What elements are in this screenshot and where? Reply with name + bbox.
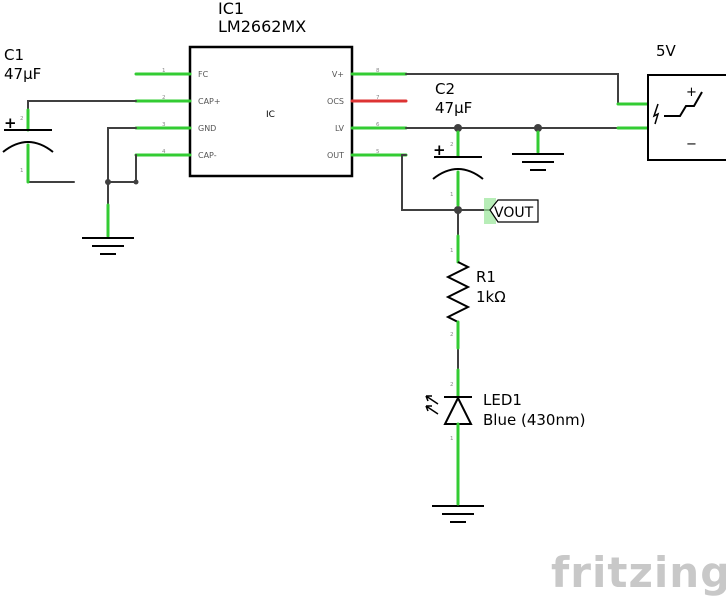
r1-ref: R1 bbox=[476, 268, 496, 286]
ic1[interactable]: IC1 LM2662MX IC 1 2 3 4 FC CAP+ GND CAP-… bbox=[134, 0, 408, 178]
led-value: Blue (430nm) bbox=[483, 411, 585, 429]
ic1-pin4-num: 4 bbox=[162, 149, 166, 155]
ic1-pin8-num: 8 bbox=[376, 68, 380, 74]
junction-dot bbox=[454, 206, 462, 214]
resistor-r1[interactable]: 1 2 R1 1kΩ bbox=[445, 234, 506, 350]
c2-plus: + bbox=[433, 141, 446, 159]
ground-symbol-1[interactable] bbox=[82, 203, 134, 255]
c1-pin-bottom-num: 1 bbox=[20, 168, 24, 174]
ic1-pin6-name: LV bbox=[335, 124, 345, 133]
ic1-pin2-num: 2 bbox=[162, 95, 166, 101]
source-plus: + bbox=[686, 85, 697, 100]
ic1-body bbox=[188, 45, 354, 178]
c2-value: 47µF bbox=[435, 99, 472, 117]
ic1-pin7-num: 7 bbox=[376, 95, 380, 101]
c1-plus: + bbox=[4, 114, 17, 132]
led-led1[interactable]: 2 1 LED1 Blue (430nm) bbox=[425, 368, 585, 482]
led-pin-top-num: 2 bbox=[450, 382, 454, 388]
c1-value: 47µF bbox=[4, 65, 41, 83]
ic1-pin1-num: 1 bbox=[162, 68, 166, 74]
source-label: 5V bbox=[656, 42, 677, 60]
wire-gnd-to-ground[interactable] bbox=[107, 127, 137, 213]
source-waveform bbox=[664, 91, 703, 117]
wire-cap-plus-to-c1[interactable] bbox=[27, 100, 137, 111]
led-triangle bbox=[443, 395, 473, 425]
c1-pin-top-num: 2 bbox=[20, 116, 24, 122]
ic1-pin1-name: FC bbox=[198, 70, 209, 79]
junction-dot bbox=[133, 179, 139, 185]
capacitor-c1[interactable]: C1 47µF + 2 1 bbox=[2, 46, 54, 184]
r1-pin-bottom-num: 2 bbox=[450, 332, 454, 338]
r1-value: 1kΩ bbox=[476, 288, 506, 306]
ic1-pin8-name: V+ bbox=[332, 70, 344, 79]
ic1-body-label: IC bbox=[266, 110, 275, 120]
junction-dot bbox=[454, 124, 462, 132]
net-label-vout[interactable]: VOUT bbox=[484, 198, 539, 224]
led-ref: LED1 bbox=[483, 391, 522, 409]
junction-dot bbox=[534, 124, 542, 132]
power-source-5v[interactable]: 5V + − bbox=[616, 42, 726, 161]
ic1-pin6-num: 6 bbox=[376, 122, 380, 128]
led-pin-bottom-num: 1 bbox=[450, 436, 454, 442]
c1-ref: C1 bbox=[4, 46, 24, 64]
c1-plate-bottom bbox=[2, 141, 54, 153]
ic1-pin5-num: 5 bbox=[376, 149, 380, 155]
led-light-arrow-icon bbox=[425, 395, 439, 405]
source-minus: − bbox=[686, 137, 697, 152]
ic1-pin3-name: GND bbox=[198, 124, 216, 133]
ground-symbol-2[interactable] bbox=[512, 130, 564, 171]
c2-ref: C2 bbox=[435, 80, 455, 98]
c2-pin-top-num: 2 bbox=[450, 142, 454, 148]
wire-c1-bottom[interactable] bbox=[27, 169, 75, 183]
ic1-pin7-name: OCS bbox=[327, 97, 344, 106]
ic1-pin3-num: 3 bbox=[162, 122, 166, 128]
fritzing-logo: fritzing bbox=[551, 548, 726, 597]
wire-cap-minus[interactable] bbox=[107, 154, 137, 183]
r1-zigzag bbox=[445, 261, 471, 323]
source-body bbox=[647, 74, 726, 161]
ic1-pin4-name: CAP- bbox=[198, 151, 217, 160]
c2-pin-bottom-num: 1 bbox=[450, 192, 454, 198]
net-label-flag bbox=[489, 199, 539, 223]
ic1-ref: IC1 bbox=[218, 0, 244, 18]
ic1-pin5-name: OUT bbox=[327, 151, 344, 160]
capacitor-c2[interactable]: C2 47µF + 2 1 bbox=[432, 80, 484, 207]
wire-out-to-vout[interactable] bbox=[401, 154, 491, 211]
ground-symbol-3[interactable] bbox=[432, 478, 484, 523]
ic1-part: LM2662MX bbox=[218, 17, 306, 36]
led-light-arrow-icon bbox=[425, 405, 439, 415]
c2-plate-bottom bbox=[432, 168, 484, 180]
ic1-pin2-name: CAP+ bbox=[198, 97, 221, 106]
r1-pin-top-num: 1 bbox=[450, 248, 454, 254]
junction-dot bbox=[105, 179, 111, 185]
net-label-text: VOUT bbox=[494, 205, 534, 221]
source-lightning-icon bbox=[652, 103, 660, 125]
